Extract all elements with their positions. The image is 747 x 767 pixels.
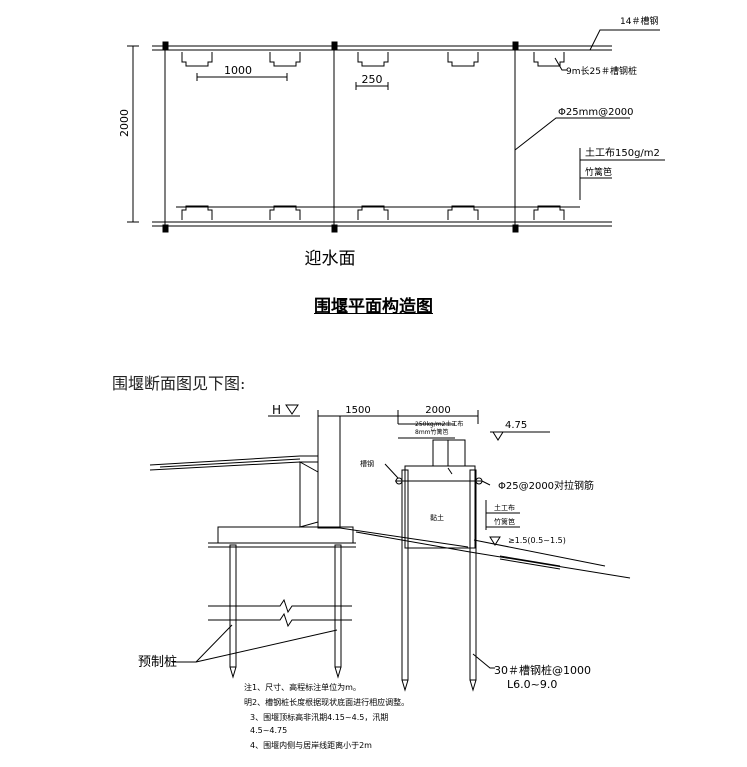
plan-caption: 围堰平面构造图 xyxy=(314,297,433,317)
section-intro: 围堰断面图见下图: xyxy=(112,374,246,393)
footing xyxy=(217,526,354,544)
revetment-top xyxy=(149,455,301,466)
top-geotextile-label: 250kg/m2土工布 xyxy=(415,420,463,428)
top-bamboo-label: 8mm竹篱笆 xyxy=(415,428,449,436)
rod-leader xyxy=(514,117,630,151)
bamboo-label: 竹篱笆 xyxy=(585,166,612,178)
dim-250-text: 250 xyxy=(362,73,383,86)
pile-length-label: L6.0~9.0 xyxy=(507,678,557,691)
water-level-triangle xyxy=(285,404,299,415)
elevation-label: 4.75 xyxy=(505,420,527,431)
section-geotextile-label: 土工布 xyxy=(494,503,515,512)
water-h-label: H xyxy=(272,403,281,417)
facing-water-label: 迎水面 xyxy=(305,249,356,269)
top-channel-label: 14＃槽钢 xyxy=(620,15,658,27)
section-bamboo-label: 竹篱笆 xyxy=(494,517,515,526)
slope-marker xyxy=(489,536,501,546)
plan-view xyxy=(127,29,665,233)
top-bolts xyxy=(162,41,519,50)
note-1: 注1、尺寸、高程标注单位为m。 xyxy=(244,682,361,692)
dim-2000-section-text: 2000 xyxy=(425,405,450,416)
slope-ratio-label: ≥1.5(0.5~1.5) xyxy=(508,536,566,545)
channel-pile-label: 9m长25＃槽钢桩 xyxy=(566,65,637,77)
geotextile-label: 土工布150g/m2 xyxy=(585,146,660,159)
top-geotextile xyxy=(432,439,466,467)
bottom-bolts xyxy=(162,224,519,233)
section-channel-label: 槽钢 xyxy=(360,459,374,468)
ground-line xyxy=(469,551,631,579)
notes-block: 注1、尺寸、高程标注单位为m。 明2、槽钢桩长度根据现状底面进行相应调整。 3、… xyxy=(244,682,409,750)
note-3: 3、围堰顶标高非汛期4.15~4.5，汛期 xyxy=(250,712,388,722)
tie-rod-label: Φ25mm@2000 xyxy=(558,107,634,118)
channel-pile-section-label: 30＃槽钢桩@1000 xyxy=(494,663,591,677)
dim-1500-text: 1500 xyxy=(345,405,370,416)
pile-leader xyxy=(472,653,495,669)
break-line-2 xyxy=(208,612,352,628)
top-label-leader xyxy=(589,29,660,51)
bottom-channel-piles xyxy=(181,205,565,220)
note-2: 明2、槽钢桩长度根据现状底面进行相应调整。 xyxy=(244,697,409,707)
section-rod-label: Φ25@2000对拉钢筋 xyxy=(498,479,594,492)
break-line-1 xyxy=(208,598,352,614)
precast-leader-1 xyxy=(172,624,233,663)
precast-pile-label: 预制桩 xyxy=(138,655,177,670)
top-channel-piles xyxy=(181,52,565,67)
note-4: 4、围堰内侧与居岸线距离小于2m xyxy=(250,740,372,750)
rod-nut-left xyxy=(395,477,403,485)
cofferdam-fill xyxy=(404,465,476,549)
slope-line xyxy=(339,527,469,548)
channel-leader xyxy=(554,57,567,71)
dim-2000-text: 2000 xyxy=(118,109,131,137)
section-view xyxy=(149,404,631,692)
fill-label: 黏土 xyxy=(430,513,444,522)
wall-toe xyxy=(299,461,319,528)
dim-1000-text: 1000 xyxy=(224,64,252,77)
retaining-wall xyxy=(317,415,341,529)
outer-channel-pile xyxy=(469,469,477,681)
note-3-cont: 4.5~4.75 xyxy=(250,726,287,735)
